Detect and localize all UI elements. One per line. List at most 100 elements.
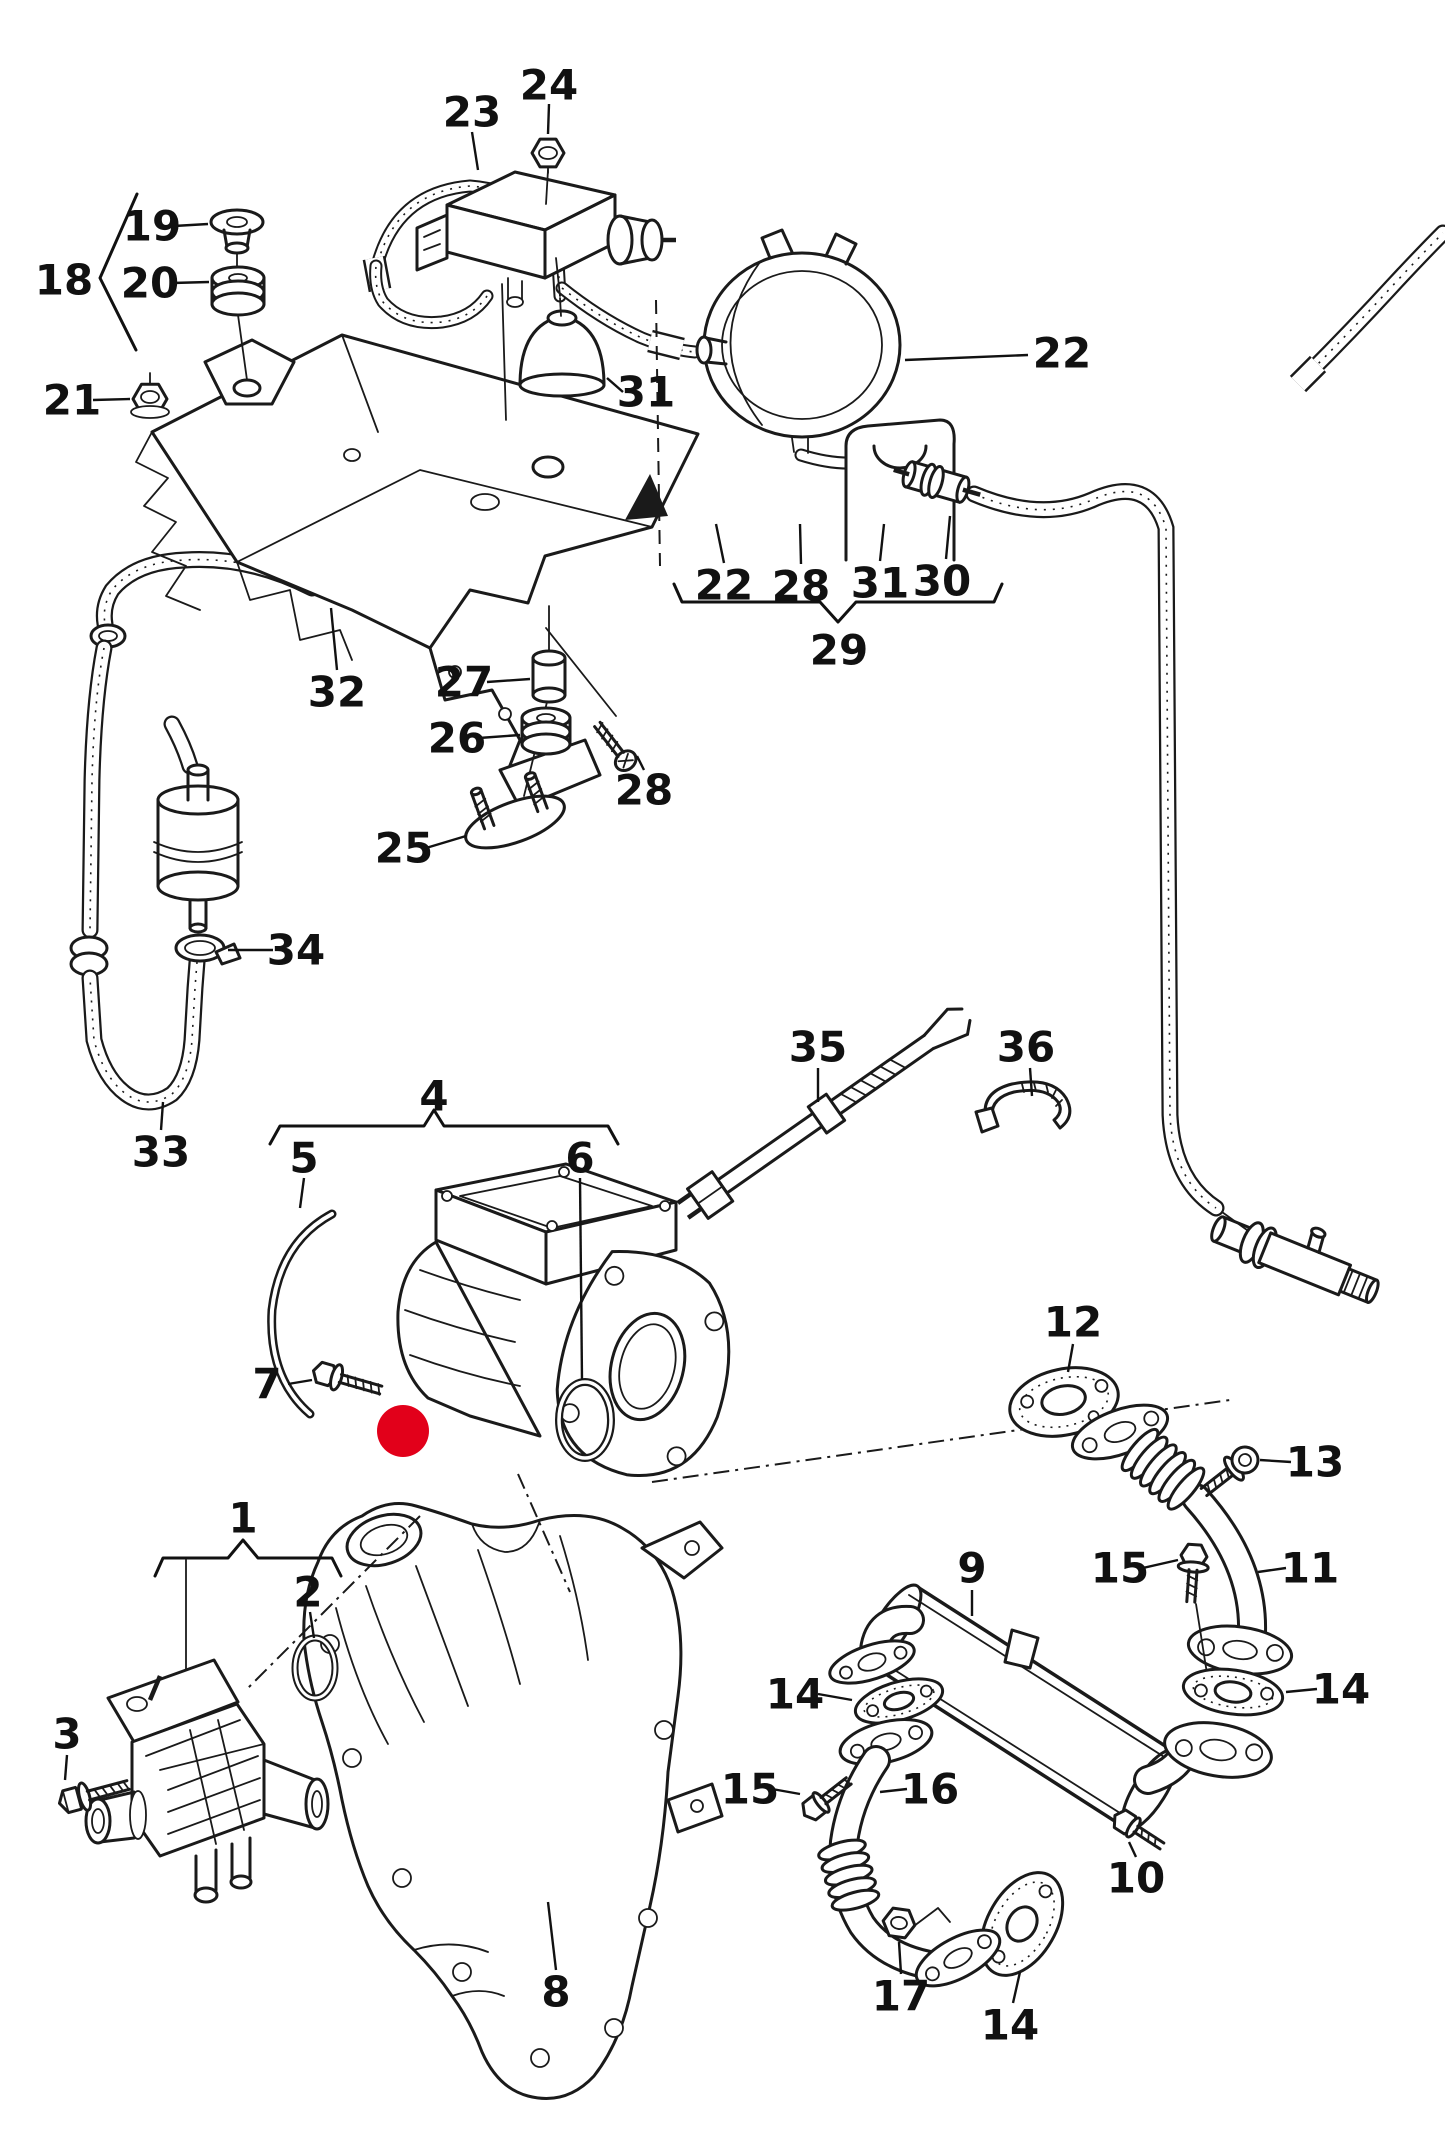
hose-connector-fitting [1210,1215,1380,1304]
callout-5[interactable]: 5 [289,1134,318,1183]
leader-line-28 [635,755,646,771]
callout-35[interactable]: 35 [789,1023,847,1072]
callout-36[interactable]: 36 [997,1023,1055,1072]
intake-manifold [302,1502,724,2100]
callout-13[interactable]: 13 [1286,1438,1344,1487]
mounting-bracket-plate [135,283,956,810]
callout-19[interactable]: 19 [123,202,181,251]
callout-9[interactable]: 9 [957,1544,986,1593]
leader-line-19 [173,222,209,228]
leader-line-22 [714,523,726,564]
hose-clamp-34 [174,933,242,966]
callout-14[interactable]: 14 [1312,1665,1370,1714]
callout-14[interactable]: 14 [766,1670,824,1719]
egr-valve-assembly [84,1559,330,1904]
callout-21[interactable]: 21 [43,376,101,425]
callout-34[interactable]: 34 [267,926,325,975]
leader-line-15 [1142,1558,1179,1570]
callout-11[interactable]: 11 [1281,1544,1339,1593]
callout-31[interactable]: 31 [851,559,909,608]
leader-line-31 [878,523,886,562]
hose-top-right [1289,233,1443,393]
callout-25[interactable]: 25 [375,824,433,873]
callout-15[interactable]: 15 [721,1765,779,1814]
leader-line-14 [1285,1687,1318,1694]
leader-line-16 [879,1787,908,1794]
leader-line-3 [63,1754,69,1781]
callout-10[interactable]: 10 [1107,1854,1165,1903]
leader-line-10 [1127,1841,1138,1858]
leader-line-2 [308,1611,316,1639]
callout-6[interactable]: 6 [565,1134,594,1183]
callout-7[interactable]: 7 [252,1360,281,1409]
callout-26[interactable]: 26 [428,714,486,763]
callout-28[interactable]: 28 [772,562,830,611]
leader-line-12 [1066,1343,1075,1373]
selected-part-highlight[interactable] [377,1405,429,1457]
grommet-19 [209,208,265,269]
callout-15[interactable]: 15 [1091,1544,1149,1593]
leader-line-33 [159,1101,165,1131]
callout-16[interactable]: 16 [901,1765,959,1814]
leader-line-6 [578,1177,584,1381]
callout-17[interactable]: 17 [872,1972,930,2021]
vacuum-unit-dome [695,228,902,454]
leader-line-27 [486,677,531,684]
throttle-body [245,1162,1231,1691]
screw-3 [57,1779,131,1815]
leader-line-24 [546,103,551,135]
hose-solenoid-elbow [376,266,487,323]
callout-30[interactable]: 30 [913,557,971,606]
long-hose-right [974,492,1216,1208]
spacer-27 [523,605,567,797]
bolt-15-upper [1176,1542,1210,1604]
callout-1[interactable]: 1 [228,1494,257,1543]
callout-31[interactable]: 31 [617,368,675,417]
leader-layer [63,103,1318,2004]
bolt-10 [1112,1808,1166,1851]
cable-strap-35 [676,1007,972,1220]
leader-line-32 [329,607,339,671]
leader-line-22 [904,353,1029,362]
callout-4[interactable]: 4 [419,1072,448,1121]
callout-24[interactable]: 24 [520,61,578,110]
callout-22[interactable]: 22 [1033,329,1091,378]
bushing-20 [210,265,266,381]
callout-2[interactable]: 2 [293,1568,322,1617]
callout-3[interactable]: 3 [52,1710,81,1759]
callout-29[interactable]: 29 [810,626,868,675]
leader-line-14 [817,1692,853,1702]
leader-line-5 [298,1177,306,1209]
leader-line-30 [944,515,952,560]
hose-to-vacuum-unit [562,288,695,361]
callout-20[interactable]: 20 [121,259,179,308]
nut-21 [130,372,170,419]
callout-8[interactable]: 8 [541,1968,570,2017]
leader-line-8 [546,1901,558,1971]
solenoid-valve [415,170,676,308]
callout-33[interactable]: 33 [132,1128,190,1177]
egr-pipe-11 [1070,1403,1294,1676]
check-valve [893,460,981,504]
callout-14[interactable]: 14 [981,2001,1039,2050]
leader-line-25 [425,834,467,850]
gasket-12 [1008,1366,1120,1438]
callout-23[interactable]: 23 [443,88,501,137]
callout-22[interactable]: 22 [695,561,753,610]
callout-27[interactable]: 27 [435,658,493,707]
callout-28[interactable]: 28 [615,766,673,815]
bolt-15-left [801,1776,853,1822]
brace-18 [98,192,139,352]
vacuum-actuator-bell [518,257,606,398]
leader-line-31 [606,377,624,393]
leader-line-23 [470,131,480,171]
gasket-14-right [1181,1667,1285,1717]
callout-18[interactable]: 18 [35,256,93,305]
callout-32[interactable]: 32 [308,668,366,717]
leader-line-28 [798,523,803,565]
callout-12[interactable]: 12 [1044,1298,1102,1347]
vacuum-hose-left-run [69,648,107,977]
leader-line-26 [478,733,521,740]
